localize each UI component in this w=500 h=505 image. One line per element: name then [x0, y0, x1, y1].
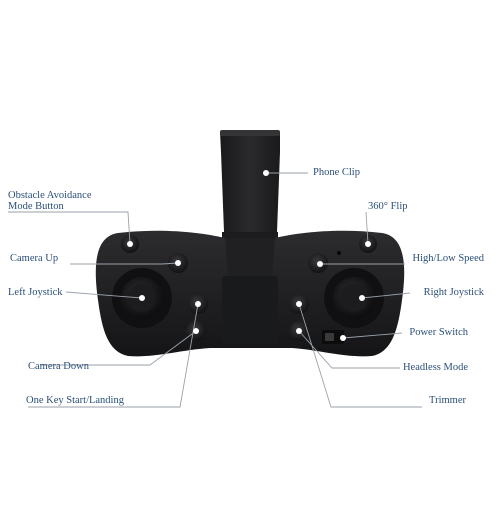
label-camera-down: Camera Down	[28, 361, 89, 372]
label-headless-mode: Headless Mode	[402, 362, 468, 373]
label-one-key-start-landing: One Key Start/Landing	[26, 395, 124, 406]
label-right-joystick: Right Joystick	[423, 287, 484, 298]
leader-lines	[8, 172, 422, 408]
label-high-low-speed: High/Low Speed	[412, 253, 484, 264]
label-obstacle-avoidance-line2: Mode Button	[8, 201, 64, 212]
label-360-flip: 360° Flip	[368, 201, 408, 212]
label-left-joystick: Left Joystick	[8, 287, 63, 298]
label-power-switch: Power Switch	[409, 327, 468, 338]
right-joystick	[324, 268, 384, 328]
marker-dots	[127, 170, 371, 341]
label-trimmer: Trimmer	[429, 395, 466, 406]
label-obstacle-avoidance-line1: Obstacle Avoidance	[8, 190, 92, 201]
label-phone-clip: Phone Clip	[313, 167, 360, 178]
label-camera-up: Camera Up	[10, 253, 59, 264]
